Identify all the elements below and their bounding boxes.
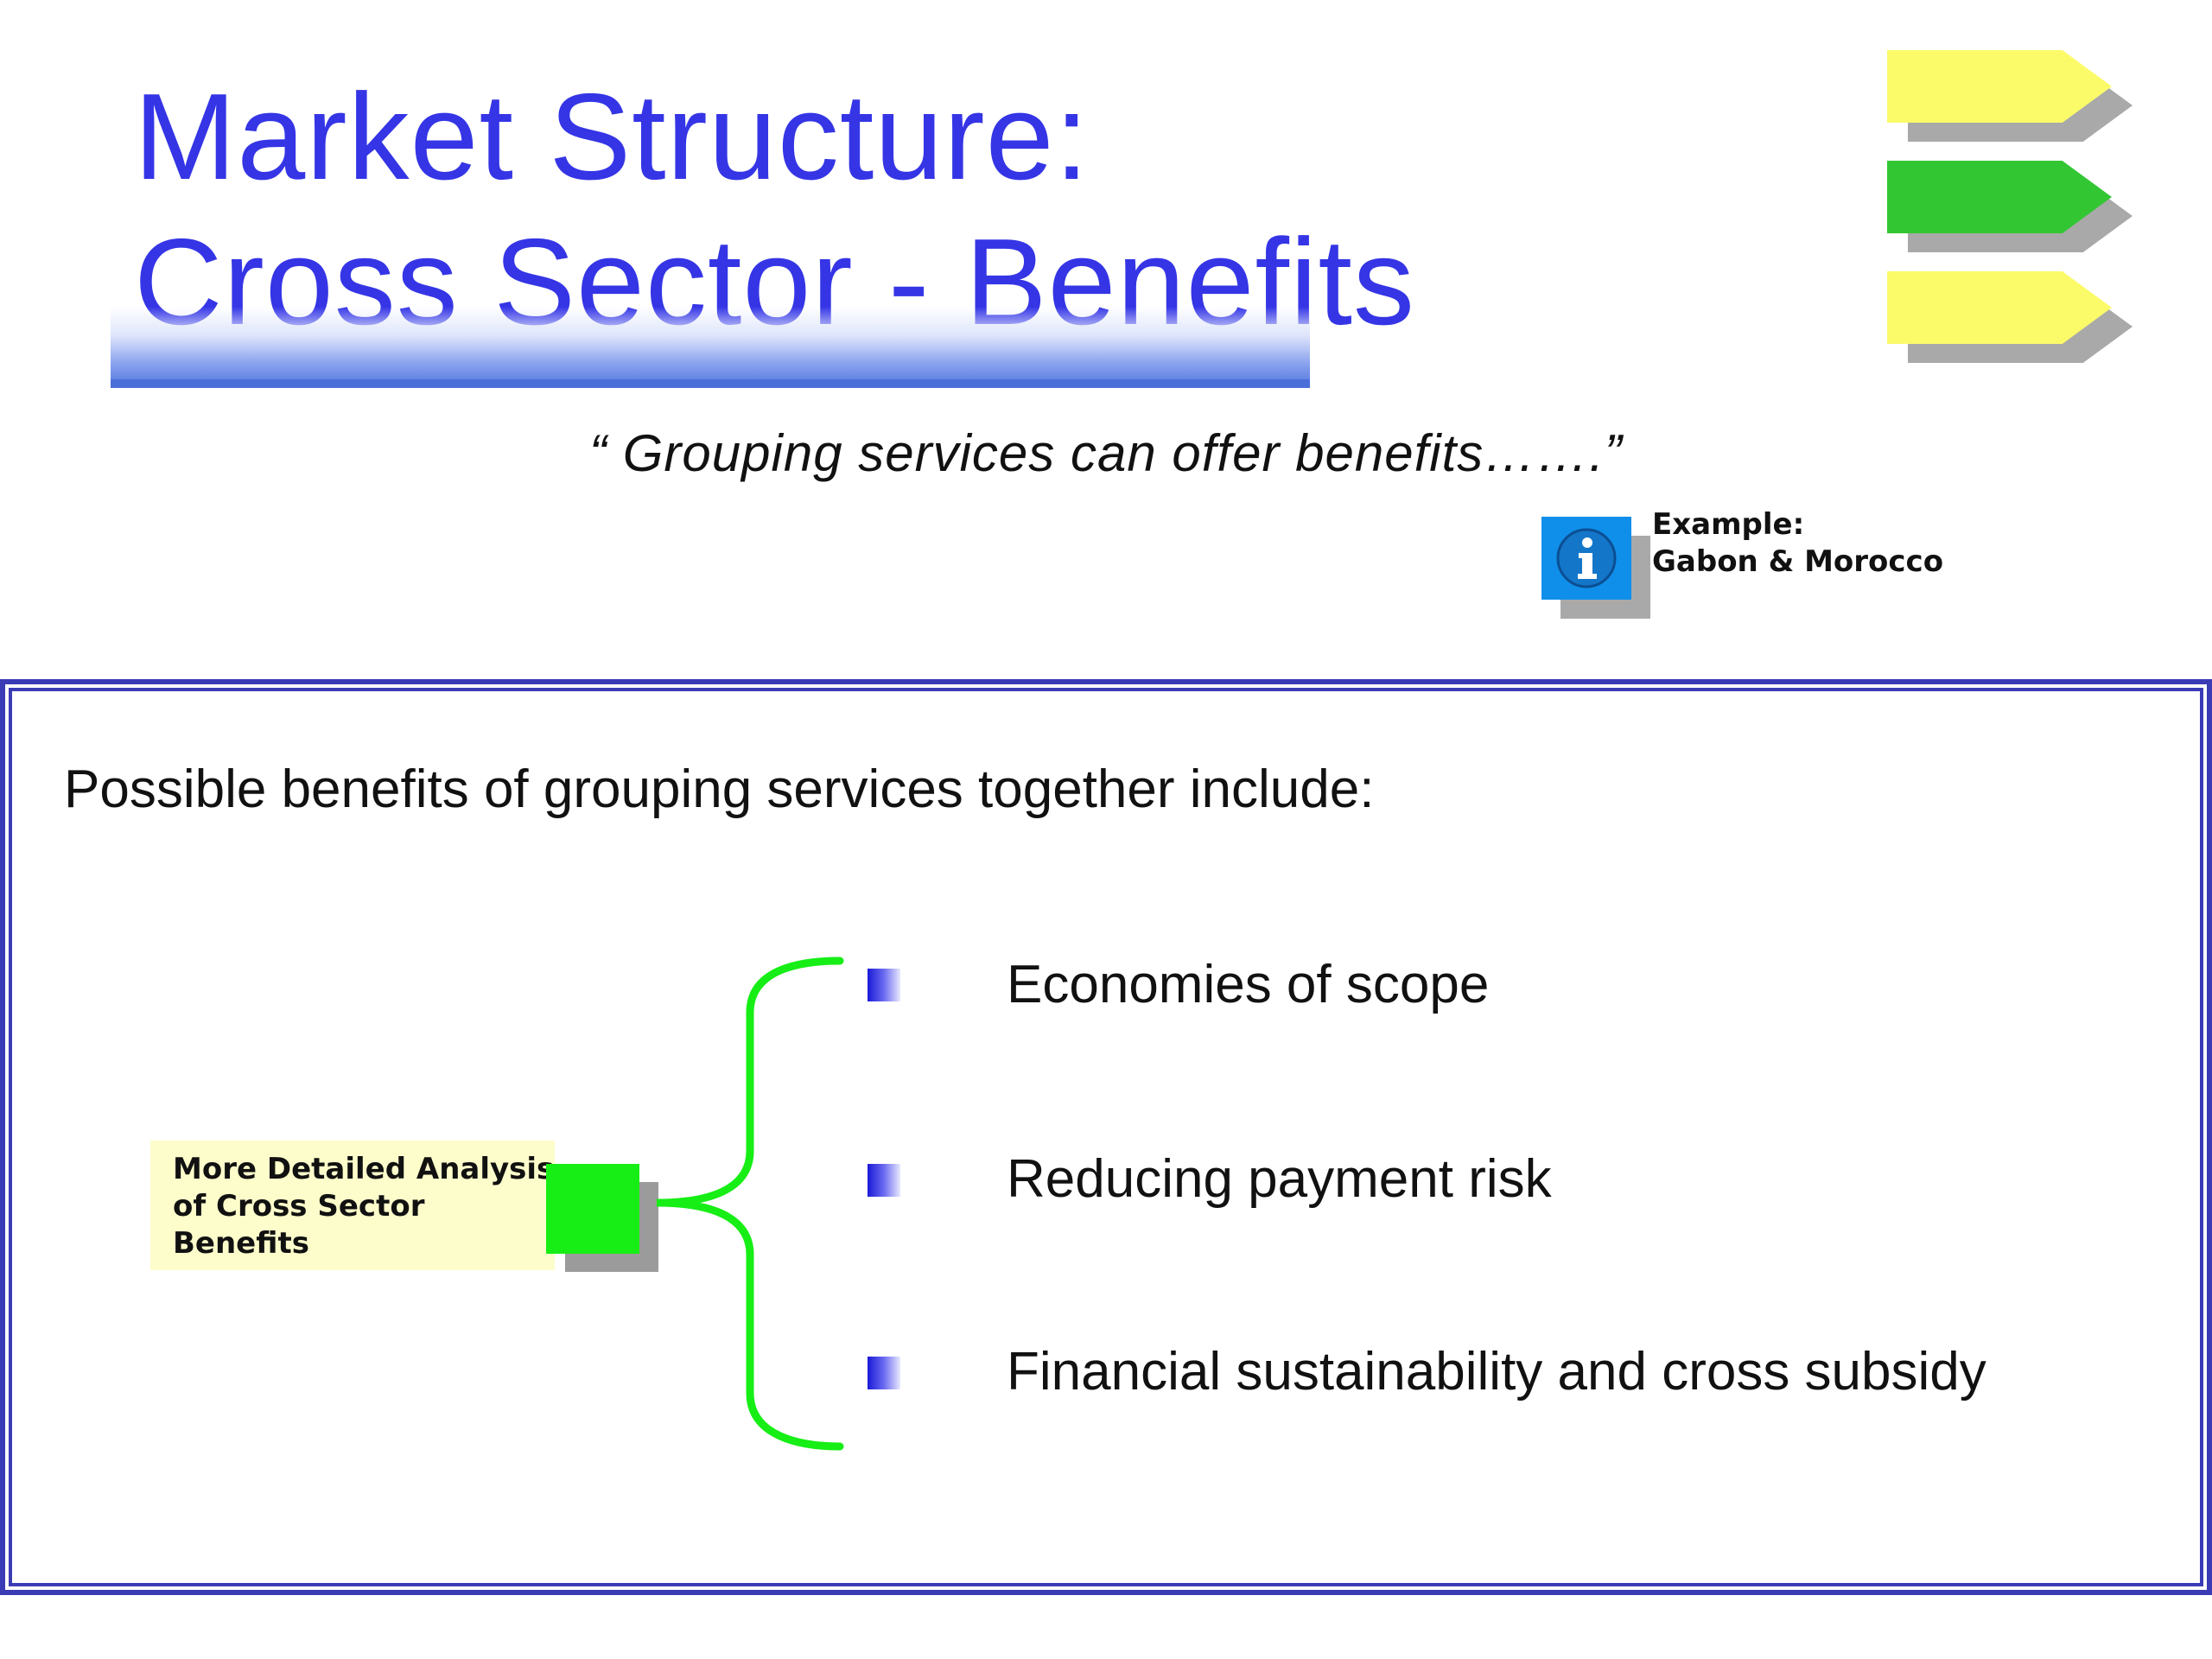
tab-face bbox=[1887, 50, 2112, 123]
detailed-analysis-label: More Detailed Analysis of Cross Sector B… bbox=[173, 1151, 554, 1262]
content-panel bbox=[0, 679, 2212, 1595]
content-panel-inner-border bbox=[9, 688, 2203, 1586]
benefit-item-reducing-payment-risk: Reducing payment risk bbox=[1007, 1149, 1552, 1209]
nav-arrow-tab-yellow-bottom[interactable] bbox=[1887, 271, 2133, 363]
info-icon[interactable] bbox=[1541, 517, 1652, 619]
benefit-item-economies-of-scope: Economies of scope bbox=[1007, 955, 1490, 1014]
nav-arrow-tab-yellow-top[interactable] bbox=[1887, 50, 2133, 142]
title-underline bbox=[111, 307, 1310, 388]
curly-brace-connector bbox=[656, 957, 844, 1451]
tab-face bbox=[1887, 161, 2112, 233]
example-caption: Example: Gabon & Morocco bbox=[1652, 506, 1943, 581]
tab-face bbox=[1887, 271, 2112, 344]
page-title-line-1: Market Structure: bbox=[134, 68, 1090, 206]
nav-arrow-tab-green-active[interactable] bbox=[1887, 161, 2133, 252]
analysis-label-line-3: Benefits bbox=[173, 1226, 309, 1261]
bullet-icon bbox=[868, 969, 900, 1001]
analysis-label-line-2: of Cross Sector bbox=[173, 1189, 425, 1224]
detailed-analysis-button[interactable] bbox=[546, 1164, 639, 1254]
example-countries: Gabon & Morocco bbox=[1652, 544, 1944, 579]
quote-text: “ Grouping services can offer benefits……… bbox=[589, 424, 1623, 482]
example-label: Example: bbox=[1652, 507, 1805, 542]
analysis-label-line-1: More Detailed Analysis bbox=[173, 1152, 555, 1186]
bullet-icon bbox=[868, 1357, 900, 1389]
bullet-icon bbox=[868, 1164, 900, 1197]
detailed-analysis-link[interactable]: More Detailed Analysis of Cross Sector B… bbox=[150, 1141, 555, 1270]
info-glyph-icon bbox=[1556, 528, 1617, 588]
panel-intro-text: Possible benefits of grouping services t… bbox=[64, 760, 1375, 819]
benefit-item-financial-sustainability: Financial sustainability and cross subsi… bbox=[1007, 1342, 1986, 1402]
